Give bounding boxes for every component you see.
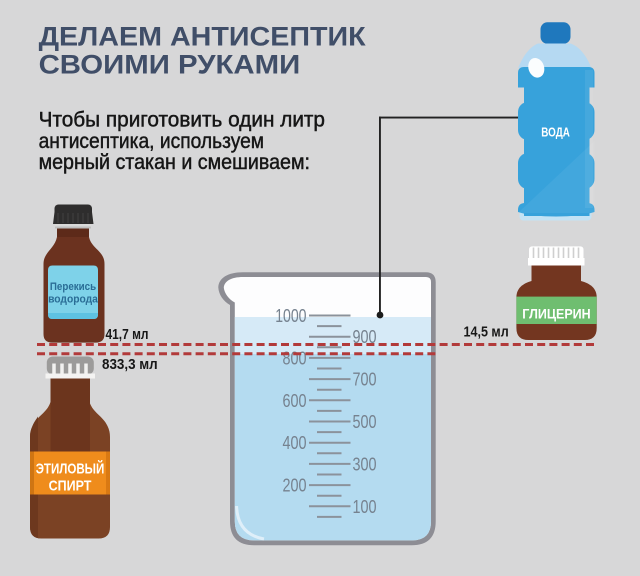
svg-text:мерный стакан и смешиваем:: мерный стакан и смешиваем: [39,151,310,174]
svg-text:41,7 мл: 41,7 мл [106,326,149,343]
svg-text:Чтобы приготовить один литр: Чтобы приготовить один литр [39,109,325,132]
svg-text:900: 900 [353,327,377,347]
svg-text:ГЛИЦЕРИН: ГЛИЦЕРИН [522,306,590,322]
svg-text:СВОИМИ РУКАМИ: СВОИМИ РУКАМИ [39,49,301,79]
svg-text:400: 400 [283,433,307,453]
svg-text:Перекись: Перекись [50,281,96,293]
svg-text:500: 500 [353,412,377,432]
svg-text:600: 600 [283,391,307,411]
svg-text:СПИРТ: СПИРТ [49,478,92,495]
svg-text:833,3 мл: 833,3 мл [102,356,158,373]
svg-text:антисептика, используем: антисептика, используем [39,130,264,153]
svg-text:ДЕЛАЕМ АНТИСЕПТИК: ДЕЛАЕМ АНТИСЕПТИК [39,22,367,52]
svg-text:ВОДА: ВОДА [541,125,570,140]
svg-text:800: 800 [283,348,307,368]
svg-text:100: 100 [353,497,377,517]
svg-text:ЭТИЛОВЫЙ: ЭТИЛОВЫЙ [36,460,105,478]
svg-text:300: 300 [353,454,377,474]
svg-text:700: 700 [353,370,377,390]
svg-text:водорода: водорода [48,293,99,305]
svg-text:14,5 мл: 14,5 мл [464,324,509,341]
svg-text:200: 200 [283,476,307,496]
svg-text:1000: 1000 [275,306,306,326]
